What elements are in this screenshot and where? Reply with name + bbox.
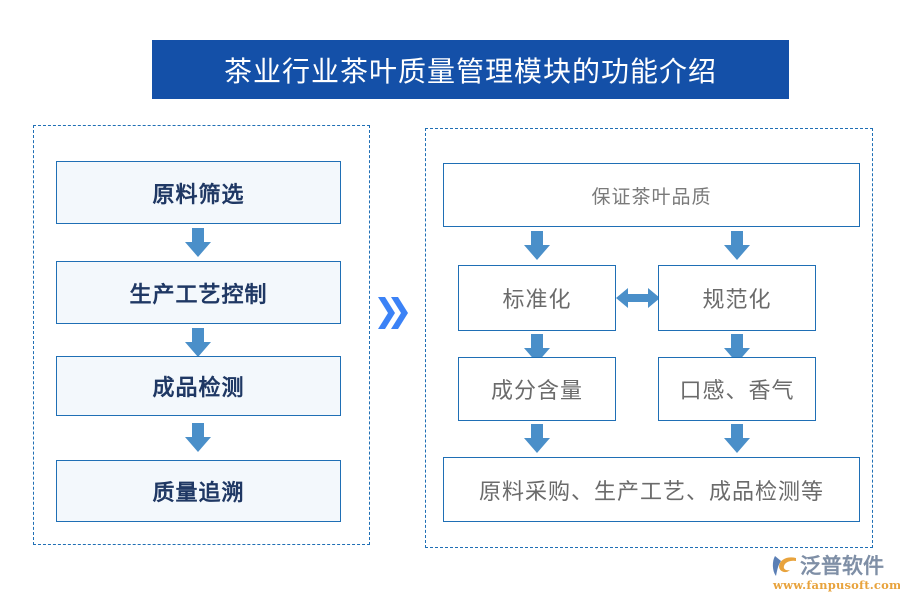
node-standardization[interactable]: 标准化 bbox=[458, 265, 616, 331]
node-finished-product-inspection[interactable]: 成品检测 bbox=[56, 356, 341, 416]
node-label: 成分含量 bbox=[490, 379, 583, 404]
node-component-content[interactable]: 成分含量 bbox=[458, 357, 616, 421]
arrow-down-icon-9 bbox=[722, 424, 752, 454]
node-label: 标准化 bbox=[502, 288, 572, 313]
node-quality-traceability[interactable]: 质量追溯 bbox=[56, 460, 341, 522]
logo-main-row: 泛普软件 bbox=[772, 553, 896, 579]
arrow-down-icon-7 bbox=[722, 334, 752, 364]
fanpu-leaf-logo-icon bbox=[772, 554, 798, 578]
node-label: 成品检测 bbox=[152, 375, 245, 401]
arrow-down-icon-5 bbox=[722, 231, 752, 261]
node-label: 口感、香气 bbox=[679, 379, 795, 404]
arrow-down-icon-6 bbox=[522, 334, 552, 364]
node-label: 原料筛选 bbox=[152, 181, 245, 208]
double-chevron-right-icon bbox=[376, 293, 410, 333]
node-raw-material-screening[interactable]: 原料筛选 bbox=[56, 161, 341, 224]
brand-logo[interactable]: 泛普软件 www.fanpusoft.com bbox=[772, 553, 900, 593]
node-ensure-tea-quality[interactable]: 保证茶叶品质 bbox=[443, 163, 860, 227]
node-procurement-production-inspection[interactable]: 原料采购、生产工艺、成品检测等 bbox=[443, 457, 860, 522]
node-label: 原料采购、生产工艺、成品检测等 bbox=[478, 479, 824, 505]
page-title-bar: 茶业行业茶叶质量管理模块的功能介绍 bbox=[152, 40, 789, 99]
node-normalization[interactable]: 规范化 bbox=[658, 265, 816, 331]
arrow-down-icon-3 bbox=[183, 423, 213, 453]
page-title: 茶业行业茶叶质量管理模块的功能介绍 bbox=[223, 54, 717, 88]
arrow-down-icon-2 bbox=[183, 328, 213, 358]
right-panel-container bbox=[425, 128, 873, 548]
node-production-process-control[interactable]: 生产工艺控制 bbox=[56, 261, 341, 324]
logo-company-name: 泛普软件 bbox=[800, 554, 884, 578]
left-panel-container bbox=[33, 125, 370, 545]
node-label: 生产工艺控制 bbox=[129, 281, 268, 308]
arrow-down-icon-4 bbox=[522, 231, 552, 261]
node-taste-aroma[interactable]: 口感、香气 bbox=[658, 357, 816, 421]
arrow-down-icon-8 bbox=[522, 424, 552, 454]
arrow-down-icon-1 bbox=[183, 228, 213, 258]
double-headed-horizontal-arrow-icon bbox=[616, 285, 660, 311]
node-label: 保证茶叶品质 bbox=[591, 185, 712, 208]
node-label: 规范化 bbox=[702, 288, 772, 313]
logo-website-url: www.fanpusoft.com bbox=[773, 578, 900, 592]
node-label: 质量追溯 bbox=[152, 480, 245, 506]
